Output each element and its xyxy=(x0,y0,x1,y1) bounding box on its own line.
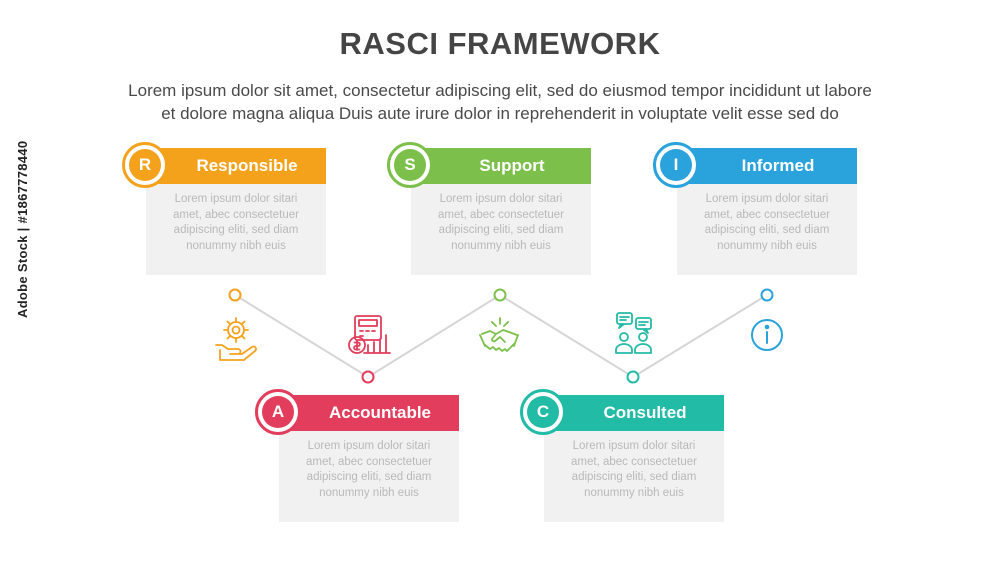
desc-line: Lorem ipsum dolor sitari xyxy=(307,440,431,452)
card-description: Lorem ipsum dolor sitari amet, abec cons… xyxy=(146,192,326,254)
letter-badge: R xyxy=(122,142,168,188)
desc-line: nonummy nibh euis xyxy=(717,239,817,252)
node-support xyxy=(493,288,507,302)
page-subtitle: Lorem ipsum dolor sit amet, consectetur … xyxy=(30,79,970,125)
card-header: Responsible xyxy=(146,148,326,184)
node-responsible xyxy=(228,288,242,302)
desc-line: adipiscing eliti, sed diam xyxy=(173,224,299,236)
page-title: RASCI FRAMEWORK xyxy=(339,26,661,61)
subtitle-line-1: Lorem ipsum dolor sit amet, consectetur … xyxy=(128,81,872,100)
card-header: Support xyxy=(411,148,591,184)
card-header: Accountable xyxy=(279,395,459,431)
desc-line: Lorem ipsum dolor sitari xyxy=(174,193,298,205)
node-consulted xyxy=(626,370,640,384)
letter-badge: C xyxy=(520,389,566,435)
desc-line: amet, abec consectetuer xyxy=(173,208,299,221)
desc-line: Lorem ipsum dolor sitari xyxy=(705,193,829,205)
desc-line: nonummy nibh euis xyxy=(186,239,286,252)
desc-line: adipiscing eliti, sed diam xyxy=(571,471,697,483)
card-header: Consulted xyxy=(544,395,724,431)
info-icon xyxy=(751,319,783,351)
letter: C xyxy=(527,396,559,428)
card-description: Lorem ipsum dolor sitari amet, abec cons… xyxy=(279,439,459,501)
node-informed xyxy=(760,288,774,302)
letter: S xyxy=(394,149,426,181)
letter: R xyxy=(129,149,161,181)
letter: A xyxy=(262,396,294,428)
card-description: Lorem ipsum dolor sitari amet, abec cons… xyxy=(677,192,857,254)
desc-line: amet, abec consectetuer xyxy=(571,455,697,468)
letter-badge: A xyxy=(255,389,301,435)
desc-line: nonummy nibh euis xyxy=(319,486,419,499)
card-description: Lorem ipsum dolor sitari amet, abec cons… xyxy=(544,439,724,501)
card-description: Lorem ipsum dolor sitari amet, abec cons… xyxy=(411,192,591,254)
letter: I xyxy=(660,149,692,181)
desc-line: amet, abec consectetuer xyxy=(306,455,432,468)
card-header: Informed xyxy=(677,148,857,184)
handshake-icon xyxy=(479,317,519,352)
discussion-icon xyxy=(615,312,652,354)
desc-line: adipiscing eliti, sed diam xyxy=(438,224,564,236)
node-accountable xyxy=(361,370,375,384)
desc-line: nonummy nibh euis xyxy=(584,486,684,499)
desc-line: Lorem ipsum dolor sitari xyxy=(439,193,563,205)
desc-line: adipiscing eliti, sed diam xyxy=(704,224,830,236)
subtitle-line-2: et dolore magna aliqua Duis aute irure d… xyxy=(161,104,839,123)
letter-badge: I xyxy=(653,142,699,188)
desc-line: amet, abec consectetuer xyxy=(704,208,830,221)
desc-line: adipiscing eliti, sed diam xyxy=(306,471,432,483)
desc-line: Lorem ipsum dolor sitari xyxy=(572,440,696,452)
letter-badge: S xyxy=(387,142,433,188)
desc-line: nonummy nibh euis xyxy=(451,239,551,252)
calculator-money-icon xyxy=(348,315,391,354)
zigzag-line xyxy=(234,293,768,379)
desc-line: amet, abec consectetuer xyxy=(438,208,564,221)
gear-hand-icon xyxy=(215,317,257,361)
